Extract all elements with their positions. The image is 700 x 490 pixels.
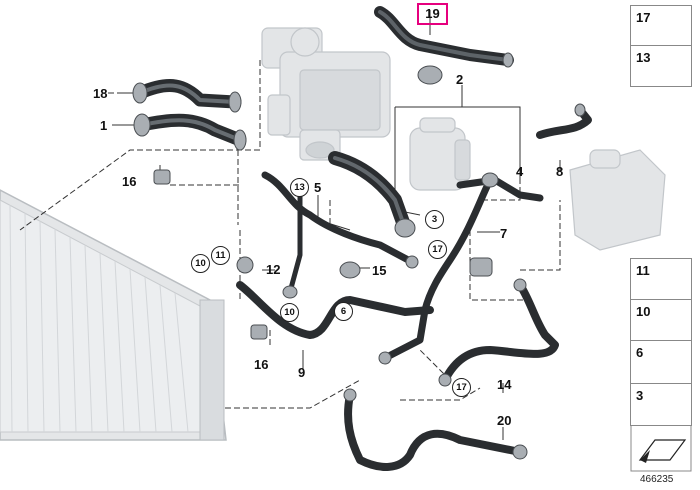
label-12: 12 <box>266 262 281 277</box>
legend-box-17: 17 <box>630 5 692 47</box>
label-4: 4 <box>516 164 524 179</box>
label-20: 20 <box>497 413 512 428</box>
circled-label-13: 13 <box>290 178 309 197</box>
legend-box-13: 13 <box>630 45 692 87</box>
arrow-legend <box>630 424 692 472</box>
label-2: 2 <box>456 72 464 87</box>
label-16-top: 16 <box>122 174 137 189</box>
diagram-reference-number: 466235 <box>640 474 674 485</box>
label-8: 8 <box>556 164 564 179</box>
label-18: 18 <box>93 86 108 101</box>
circled-label-10-right: 10 <box>280 303 299 322</box>
hose-connectors <box>132 52 586 460</box>
circled-label-10-left: 10 <box>191 254 210 273</box>
legend-box-3: 3 <box>630 383 692 426</box>
legend-box-6: 6 <box>630 340 692 385</box>
circled-label-11: 11 <box>211 246 230 265</box>
expansion-tank <box>409 117 471 191</box>
engine-component <box>261 27 391 161</box>
label-1: 1 <box>100 118 108 133</box>
coolant-reservoir <box>569 149 666 251</box>
circled-label-17-top: 17 <box>428 240 447 259</box>
legend-box-11: 11 <box>630 258 692 301</box>
label-5: 5 <box>314 180 322 195</box>
radiator <box>0 189 227 441</box>
label-16-bottom: 16 <box>254 357 269 372</box>
label-14: 14 <box>497 377 512 392</box>
legend-box-10: 10 <box>630 299 692 342</box>
circled-label-3: 3 <box>425 210 444 229</box>
highlighted-label-19: 19 <box>417 3 448 25</box>
coolant-hoses <box>133 6 592 471</box>
circled-label-6: 6 <box>334 302 353 321</box>
label-15: 15 <box>372 263 387 278</box>
circled-label-17-bottom: 17 <box>452 378 471 397</box>
label-9: 9 <box>298 365 306 380</box>
label-7: 7 <box>500 226 508 241</box>
